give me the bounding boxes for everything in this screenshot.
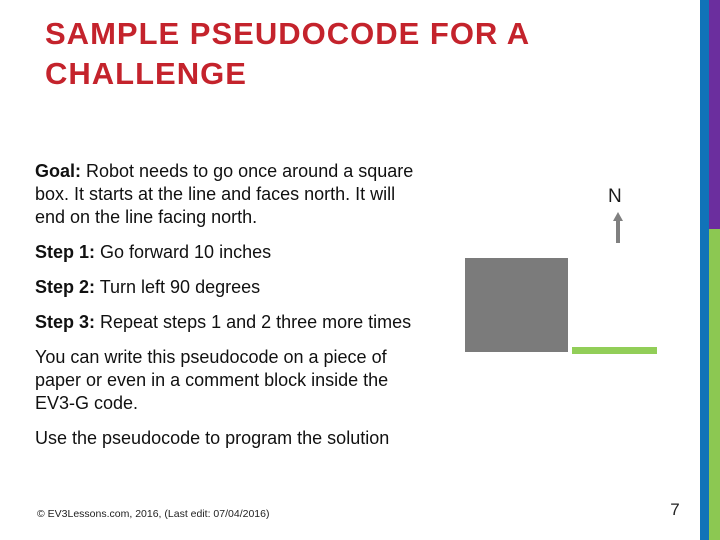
step-1-label: Step 1: bbox=[35, 242, 96, 262]
use-text: Use the pseudocode to program the soluti… bbox=[35, 428, 390, 448]
goal-label: Goal: bbox=[35, 161, 82, 181]
accent-stripe-green bbox=[709, 229, 720, 540]
footer-credit: © EV3Lessons.com, 2016, (Last edit: 07/0… bbox=[37, 508, 270, 520]
arrow-shaft bbox=[616, 221, 620, 243]
step-3-paragraph: Step 3: Repeat steps 1 and 2 three more … bbox=[35, 311, 427, 334]
slide-title-line1: SAMPLE PSEUDOCODE FOR A bbox=[45, 16, 531, 51]
north-arrow-icon bbox=[612, 212, 624, 243]
note-text: You can write this pseudocode on a piece… bbox=[35, 347, 389, 413]
step-2-text: Turn left 90 degrees bbox=[95, 277, 261, 297]
start-line-shape bbox=[572, 347, 657, 354]
step-1-text: Go forward 10 inches bbox=[95, 242, 272, 262]
step-3-text: Repeat steps 1 and 2 three more times bbox=[95, 312, 412, 332]
body-text: Goal: Robot needs to go once around a sq… bbox=[35, 160, 427, 462]
step-3-label: Step 3: bbox=[35, 312, 96, 332]
slide-title: SAMPLE PSEUDOCODE FOR A CHALLENGE bbox=[45, 14, 675, 94]
goal-text: Robot needs to go once around a square b… bbox=[35, 161, 414, 227]
page-number: 7 bbox=[670, 500, 680, 519]
use-pseudocode-paragraph: Use the pseudocode to program the soluti… bbox=[35, 427, 427, 450]
step-2-paragraph: Step 2: Turn left 90 degrees bbox=[35, 276, 427, 299]
step-1-paragraph: Step 1: Go forward 10 inches bbox=[35, 241, 427, 264]
pseudocode-note-paragraph: You can write this pseudocode on a piece… bbox=[35, 346, 427, 415]
square-box-shape bbox=[465, 258, 568, 352]
accent-stripe-blue bbox=[700, 0, 709, 540]
goal-paragraph: Goal: Robot needs to go once around a sq… bbox=[35, 160, 427, 229]
arrow-head bbox=[613, 212, 623, 221]
north-label: N bbox=[608, 186, 622, 207]
slide-title-line2: CHALLENGE bbox=[45, 56, 247, 91]
step-2-label: Step 2: bbox=[35, 277, 96, 297]
accent-stripe-purple bbox=[709, 0, 720, 229]
